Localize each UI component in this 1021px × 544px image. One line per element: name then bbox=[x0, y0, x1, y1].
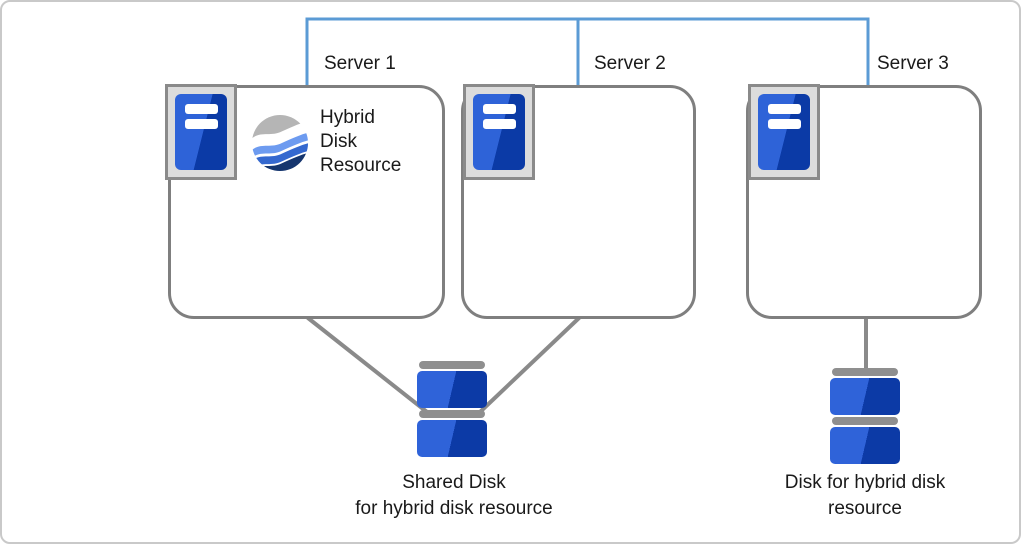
hybrid-disk-label-line2: resource bbox=[828, 498, 902, 519]
server-icon bbox=[463, 84, 535, 180]
shared-disk-icon bbox=[417, 361, 487, 459]
hybrid-disk-resource-icon bbox=[251, 114, 309, 172]
server-3-label: Server 3 bbox=[877, 53, 949, 74]
disk-platter bbox=[830, 427, 900, 464]
hybrid-disk-resource-label: Hybrid Disk Resource bbox=[320, 106, 401, 178]
hybrid-disk-label: Disk for hybrid disk resource bbox=[760, 470, 970, 522]
server-tower-glyph bbox=[175, 94, 227, 170]
disk-cap bbox=[419, 410, 485, 418]
hybrid-disk-label-line1: Disk for hybrid disk bbox=[784, 472, 946, 493]
hybrid-disk-resource-label-line1: Hybrid bbox=[320, 107, 375, 128]
shared-disk-label-line2: for hybrid disk resource bbox=[355, 498, 553, 519]
disk-cap bbox=[419, 361, 485, 369]
shared-disk-label: Shared Disk for hybrid disk resource bbox=[329, 470, 579, 522]
server-1-label: Server 1 bbox=[324, 53, 396, 74]
disk-platter bbox=[417, 371, 487, 408]
disk-cap bbox=[832, 368, 898, 376]
server-tower-glyph bbox=[758, 94, 810, 170]
disk-platter bbox=[830, 378, 900, 415]
disk-platter bbox=[417, 420, 487, 457]
hybrid-disk-resource-label-line2: Disk bbox=[320, 131, 357, 152]
disk-cap bbox=[832, 417, 898, 425]
shared-disk-connector-lines bbox=[306, 316, 581, 414]
server-icon bbox=[165, 84, 237, 180]
server-2-box bbox=[461, 85, 696, 319]
server-2-label: Server 2 bbox=[594, 53, 666, 74]
hybrid-disk-icon bbox=[830, 368, 900, 466]
hybrid-disk-resource-label-line3: Resource bbox=[320, 155, 402, 176]
shared-disk-label-line1: Shared Disk bbox=[402, 472, 506, 493]
heartbeat-network-line bbox=[305, 17, 870, 86]
server-icon bbox=[748, 84, 820, 180]
server-tower-glyph bbox=[473, 94, 525, 170]
